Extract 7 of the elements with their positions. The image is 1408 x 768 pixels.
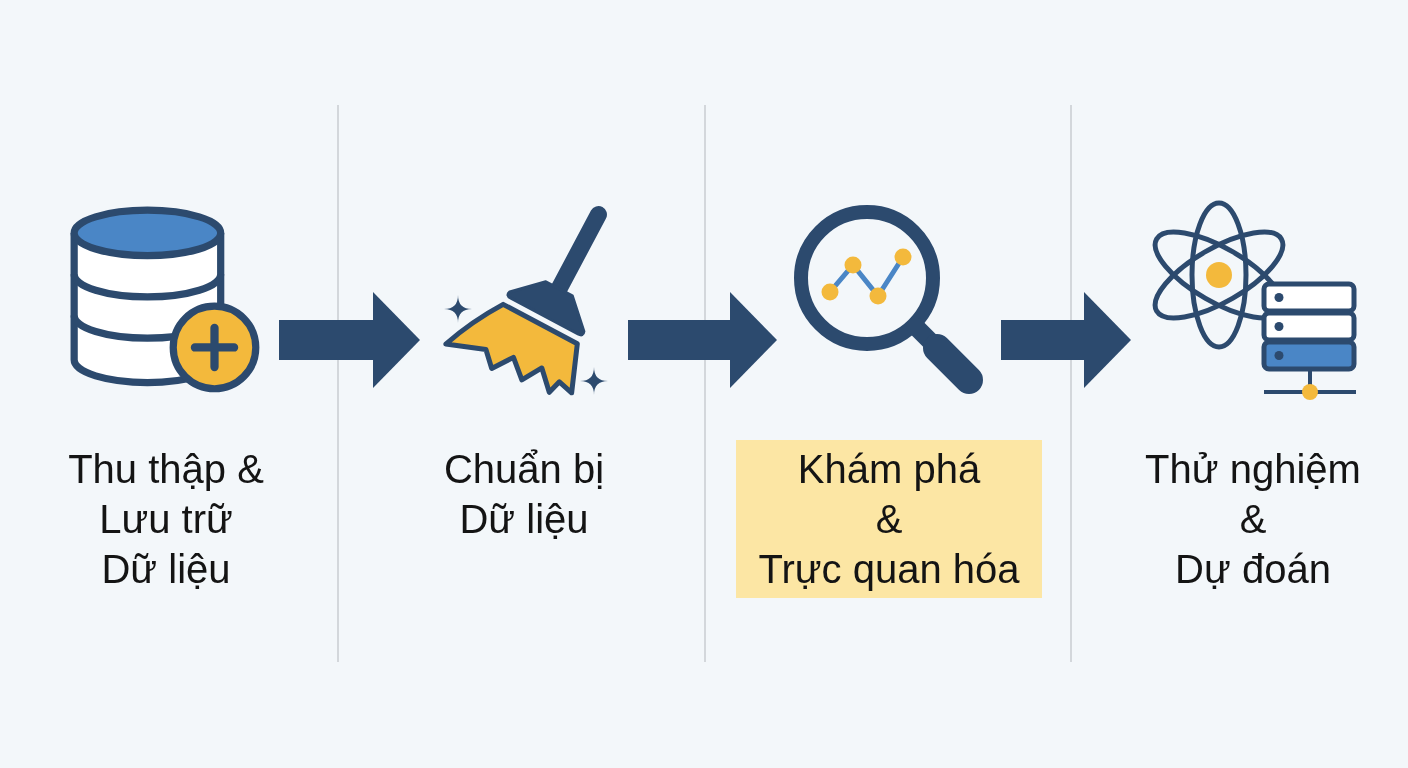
block-arrow <box>628 292 777 388</box>
stage-label: Thử nghiệm & Dự đoán <box>1144 446 1362 593</box>
highlighted-stage-label: Khám phá & Trực quan hóa <box>736 440 1042 598</box>
stage-label: Chuẩn bị Dữ liệu <box>442 446 606 543</box>
block-arrow <box>279 292 420 388</box>
block-arrow <box>1001 292 1131 388</box>
stage-label: Thu thập & Lưu trữ Dữ liệu <box>67 446 265 593</box>
